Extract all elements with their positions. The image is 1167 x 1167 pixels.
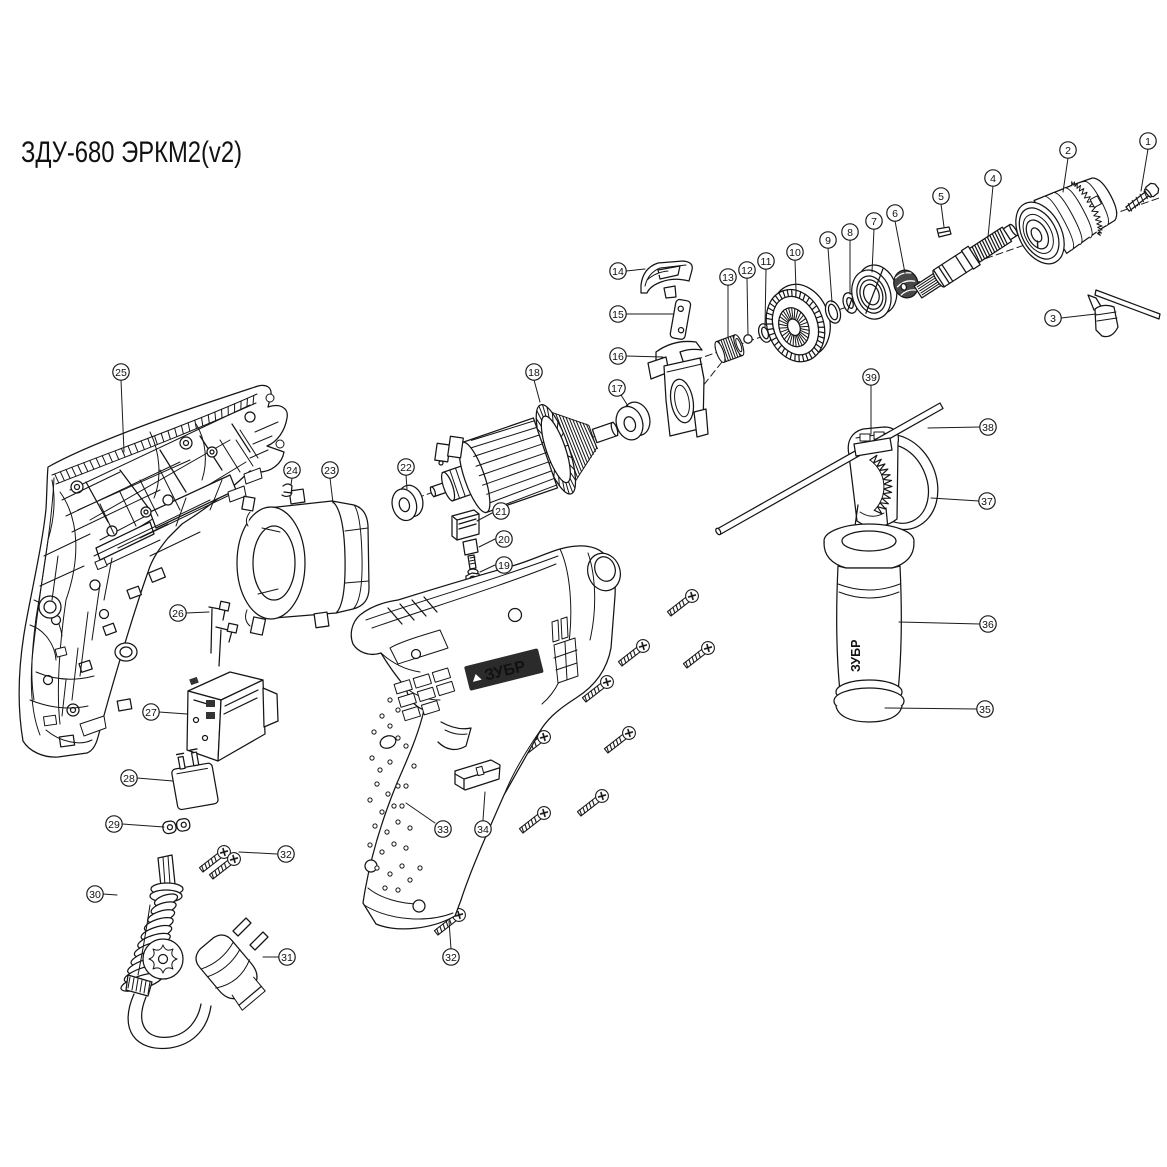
- svg-text:25: 25: [115, 367, 127, 379]
- svg-text:1: 1: [1145, 136, 1151, 148]
- svg-text:5: 5: [938, 191, 944, 203]
- svg-text:15: 15: [612, 309, 624, 321]
- svg-text:10: 10: [789, 247, 801, 259]
- svg-text:20: 20: [498, 534, 510, 546]
- svg-text:23: 23: [324, 465, 336, 477]
- svg-text:31: 31: [281, 952, 293, 964]
- svg-text:2: 2: [1065, 145, 1071, 157]
- svg-text:38: 38: [982, 422, 994, 434]
- svg-text:24: 24: [286, 465, 298, 477]
- svg-text:30: 30: [89, 889, 101, 901]
- svg-text:32: 32: [280, 849, 292, 861]
- svg-text:22: 22: [400, 462, 412, 474]
- svg-text:6: 6: [892, 208, 898, 220]
- svg-text:27: 27: [145, 707, 157, 719]
- svg-text:14: 14: [612, 266, 624, 278]
- svg-text:13: 13: [722, 272, 734, 284]
- svg-text:12: 12: [741, 265, 753, 277]
- svg-text:36: 36: [982, 619, 994, 631]
- svg-text:17: 17: [611, 383, 623, 395]
- svg-text:34: 34: [477, 824, 489, 836]
- svg-text:35: 35: [979, 704, 991, 716]
- svg-text:26: 26: [172, 608, 184, 620]
- svg-text:4: 4: [990, 173, 996, 185]
- svg-text:ЗУБР: ЗУБР: [849, 640, 863, 672]
- svg-text:37: 37: [981, 496, 993, 508]
- svg-text:ЗДУ-680 ЭРКМ2(v2): ЗДУ-680 ЭРКМ2(v2): [21, 136, 242, 169]
- svg-text:39: 39: [865, 372, 877, 384]
- svg-text:3: 3: [1050, 313, 1056, 325]
- svg-text:18: 18: [528, 367, 540, 379]
- svg-text:9: 9: [825, 235, 831, 247]
- svg-text:28: 28: [123, 773, 135, 785]
- svg-text:21: 21: [495, 506, 507, 518]
- svg-text:16: 16: [612, 351, 624, 363]
- svg-text:29: 29: [108, 819, 120, 831]
- svg-text:7: 7: [871, 216, 877, 228]
- svg-text:8: 8: [847, 227, 853, 239]
- svg-text:32: 32: [445, 952, 457, 964]
- svg-text:11: 11: [761, 256, 772, 268]
- svg-text:19: 19: [498, 560, 510, 572]
- svg-text:33: 33: [437, 824, 449, 836]
